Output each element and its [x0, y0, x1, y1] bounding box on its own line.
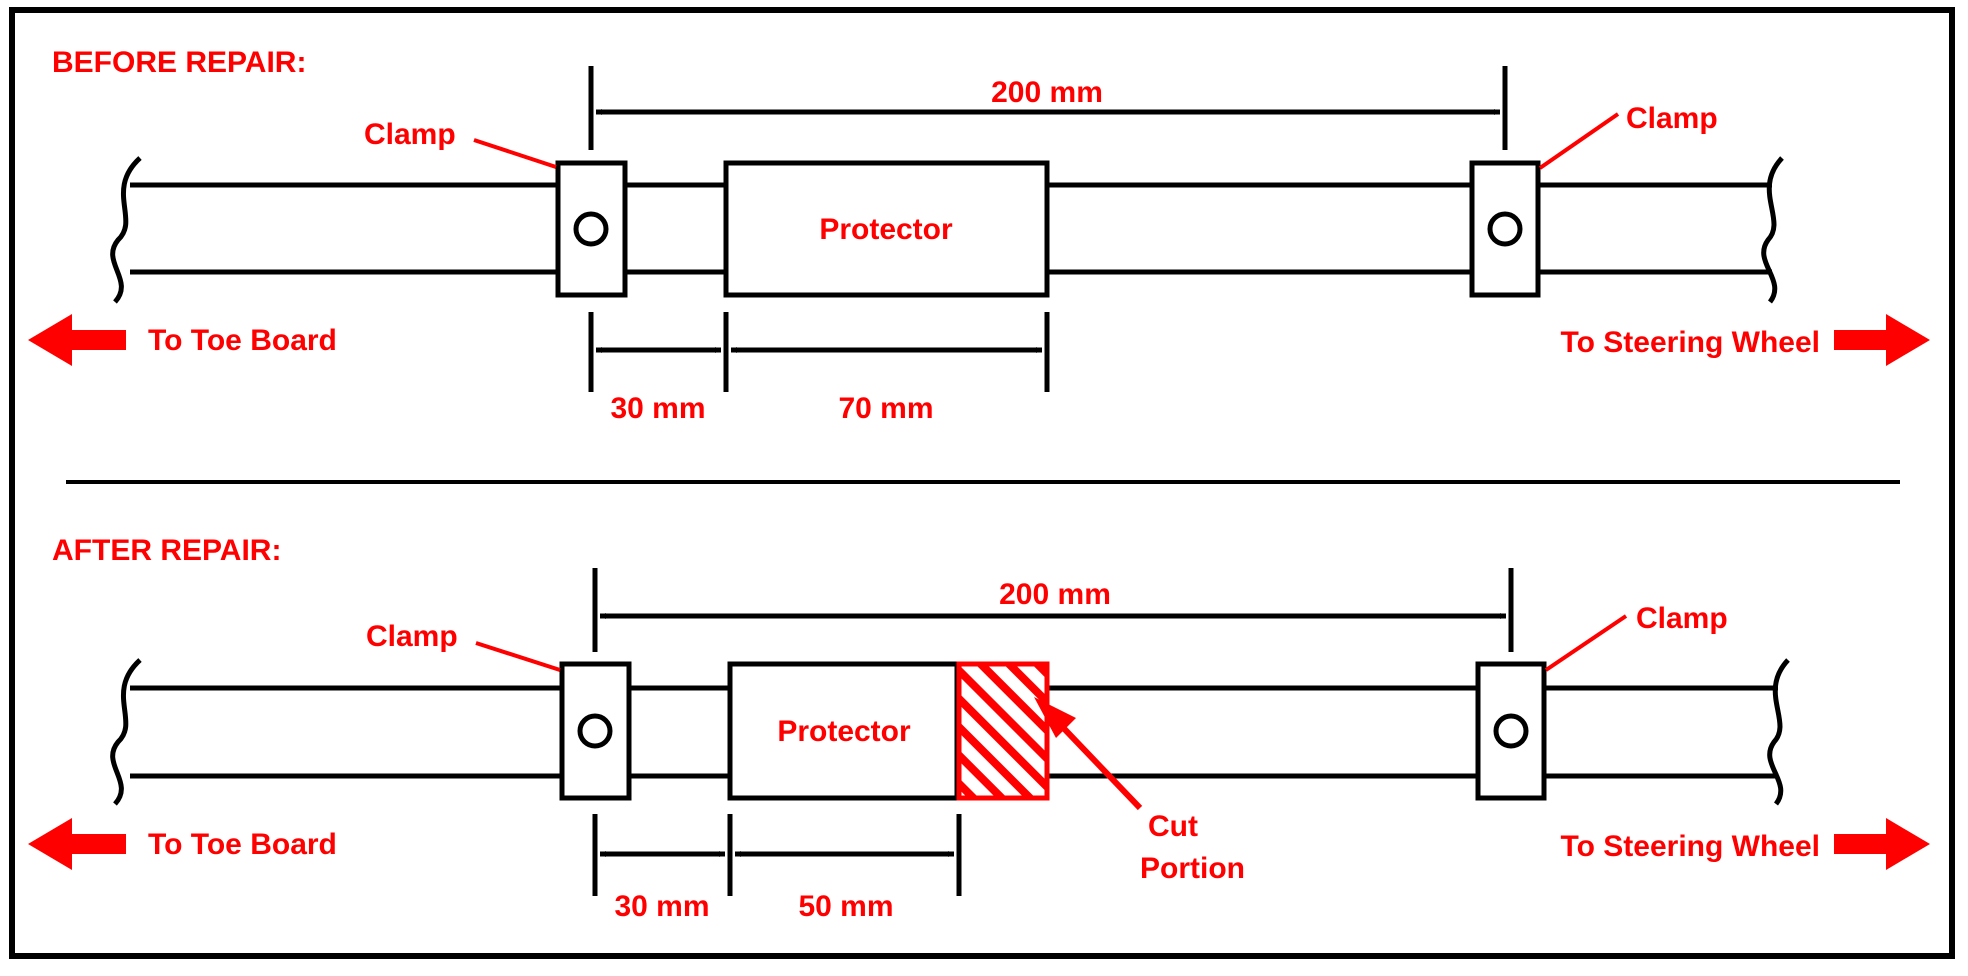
toe-board-label: To Toe Board — [148, 828, 337, 861]
frame-border — [9, 7, 1955, 959]
clamp-bolt-icon — [1487, 211, 1523, 247]
span-dimension-label: 200 mm — [991, 76, 1103, 109]
protector-dimension-label: 70 mm — [838, 392, 933, 425]
protector-dimension-label: 50 mm — [798, 890, 893, 923]
clamp-left-leader — [473, 138, 557, 169]
protector-label: Protector — [819, 213, 953, 246]
cut-portion-arrow-icon — [1034, 697, 1076, 738]
arrow-left-icon — [28, 314, 126, 366]
clamp-bolt-icon — [573, 211, 609, 247]
clamp-right-label: Clamp — [1636, 602, 1728, 635]
shaft-break-right — [1767, 658, 1790, 806]
clamp-right — [1475, 661, 1547, 801]
arrow-right-icon — [1834, 818, 1930, 870]
clamp-left-leader — [475, 641, 561, 672]
clamp-left-label: Clamp — [364, 118, 456, 151]
cut-portion-leader — [1049, 713, 1143, 811]
cut-portion-label-line1: Cut — [1148, 810, 1198, 843]
clamp-bolt-icon — [1493, 713, 1529, 749]
steering-wheel-label: To Steering Wheel — [1561, 326, 1820, 359]
cut-portion — [956, 661, 1050, 801]
steering-wheel-label: To Steering Wheel — [1561, 830, 1820, 863]
before-heading: BEFORE REPAIR: — [52, 46, 306, 79]
clamp-right-label: Clamp — [1626, 102, 1718, 135]
clamp-right — [1469, 160, 1541, 298]
toe-board-label: To Toe Board — [148, 324, 337, 357]
clamp-right-leader — [1538, 112, 1620, 170]
arrow-left-icon — [28, 818, 126, 870]
shaft-break-left — [110, 156, 142, 304]
shaft-break-right — [1761, 156, 1784, 304]
gap-dimension-label: 30 mm — [614, 890, 709, 923]
clamp-left-label: Clamp — [366, 620, 458, 653]
clamp-left — [559, 661, 632, 801]
clamp-bolt-icon — [577, 713, 613, 749]
before-section: BEFORE REPAIR: Protector Clamp Clamp — [28, 46, 1930, 425]
arrow-right-icon — [1834, 314, 1930, 366]
protector — [723, 160, 1050, 298]
clamp-right-leader — [1544, 614, 1628, 672]
after-heading: AFTER REPAIR: — [52, 534, 281, 567]
shaft — [130, 182, 1772, 275]
gap-dimension-label: 30 mm — [610, 392, 705, 425]
protector-label: Protector — [777, 715, 911, 748]
clamp-left — [555, 160, 628, 298]
shaft — [130, 685, 1778, 779]
after-section: AFTER REPAIR: Protector Clamp Clamp — [28, 534, 1930, 923]
shaft-break-left — [110, 658, 142, 806]
span-dimension-label: 200 mm — [999, 578, 1111, 611]
cut-portion-label-line2: Portion — [1140, 852, 1245, 885]
